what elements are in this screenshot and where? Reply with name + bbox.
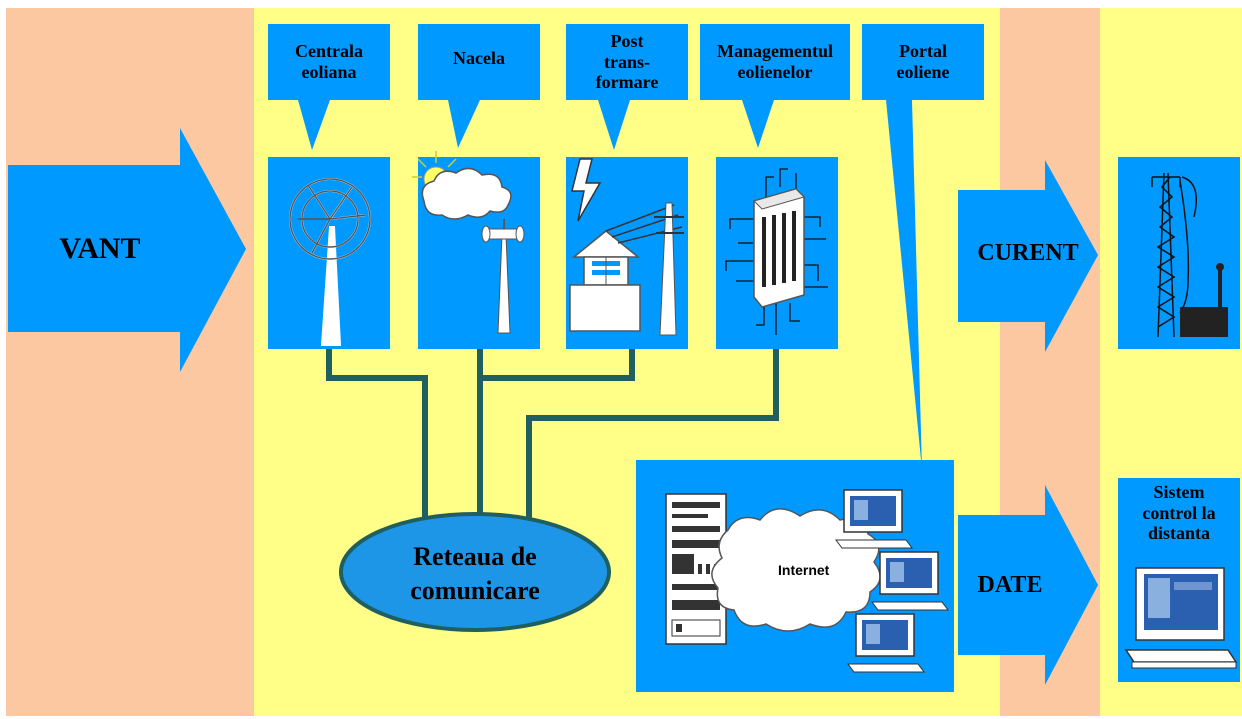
callout-pointer-nacela — [448, 100, 480, 148]
panel-grid — [1118, 157, 1240, 349]
internet-portal-graphics — [665, 489, 949, 673]
callout-post: Post trans- formare — [566, 24, 688, 100]
panel-management — [716, 157, 838, 349]
internet-label: Internet — [778, 562, 830, 578]
callout-portal-line1: Portal — [899, 41, 947, 62]
wind-label: VANT — [59, 232, 141, 265]
callout-pointer-portal — [886, 100, 922, 470]
callout-management: Managementul eolienelor — [700, 24, 850, 100]
callout-management-line2: eolienelor — [737, 62, 813, 82]
transformer-station-icon — [569, 202, 684, 336]
computer-icon — [1124, 567, 1238, 669]
left-band — [6, 8, 254, 716]
panel-nacela — [412, 151, 540, 349]
network-label-line1: Reteaua de — [413, 542, 537, 571]
network-ellipse — [339, 512, 611, 632]
callout-post-line3: formare — [595, 72, 659, 93]
panel-turbine — [268, 157, 390, 349]
network-links — [326, 348, 779, 528]
computer-icon — [847, 613, 925, 673]
computer-icon — [835, 489, 913, 549]
nacelle-anemometer-icon — [481, 219, 525, 334]
remote-control-line1: Sistem — [1153, 482, 1205, 502]
callout-portal: Portal eoliene — [862, 24, 984, 100]
weather-cloud-icon — [412, 151, 512, 220]
current-label: CURENT — [977, 240, 1079, 266]
callout-pointer-centrala — [298, 100, 330, 150]
callout-centrala-line1: Centrala — [295, 41, 363, 62]
wind-arrow — [8, 128, 246, 372]
current-arrow — [958, 160, 1098, 352]
data-label: DATE — [977, 572, 1043, 598]
transmission-tower-icon — [1151, 172, 1228, 338]
callout-pointer-post — [598, 100, 630, 150]
callout-pointer-management — [742, 100, 774, 148]
remote-control-line2: control la — [1142, 502, 1216, 523]
remote-control-line3: distanta — [1147, 523, 1210, 544]
computer-icon — [871, 551, 949, 611]
callout-nacela: Nacela — [418, 24, 540, 100]
lightning-icon — [571, 158, 602, 222]
panel-internet-portal: Internet — [636, 460, 954, 692]
callout-centrala: Centrala eoliana — [268, 24, 390, 100]
data-arrow — [958, 485, 1098, 685]
callout-centrala-line2: eoliana — [301, 62, 357, 82]
callout-portal-line2: eoliene — [896, 62, 950, 82]
wind-turbine-icon — [289, 178, 371, 346]
panel-remote-control: Sistem control la distanta — [1118, 478, 1240, 682]
panel-post — [566, 157, 688, 349]
callout-post-line1: Post — [610, 30, 644, 51]
network-label-line2: comunicare — [410, 575, 540, 605]
network-label: Reteaua de comunicare — [371, 540, 579, 608]
callout-nacela-line1: Nacela — [453, 48, 505, 68]
server-rack-icon — [725, 168, 828, 335]
remote-control-label: Sistem control la distanta — [1118, 482, 1240, 544]
callout-management-line1: Managementul — [717, 41, 833, 62]
callout-post-line2: trans- — [603, 51, 650, 72]
